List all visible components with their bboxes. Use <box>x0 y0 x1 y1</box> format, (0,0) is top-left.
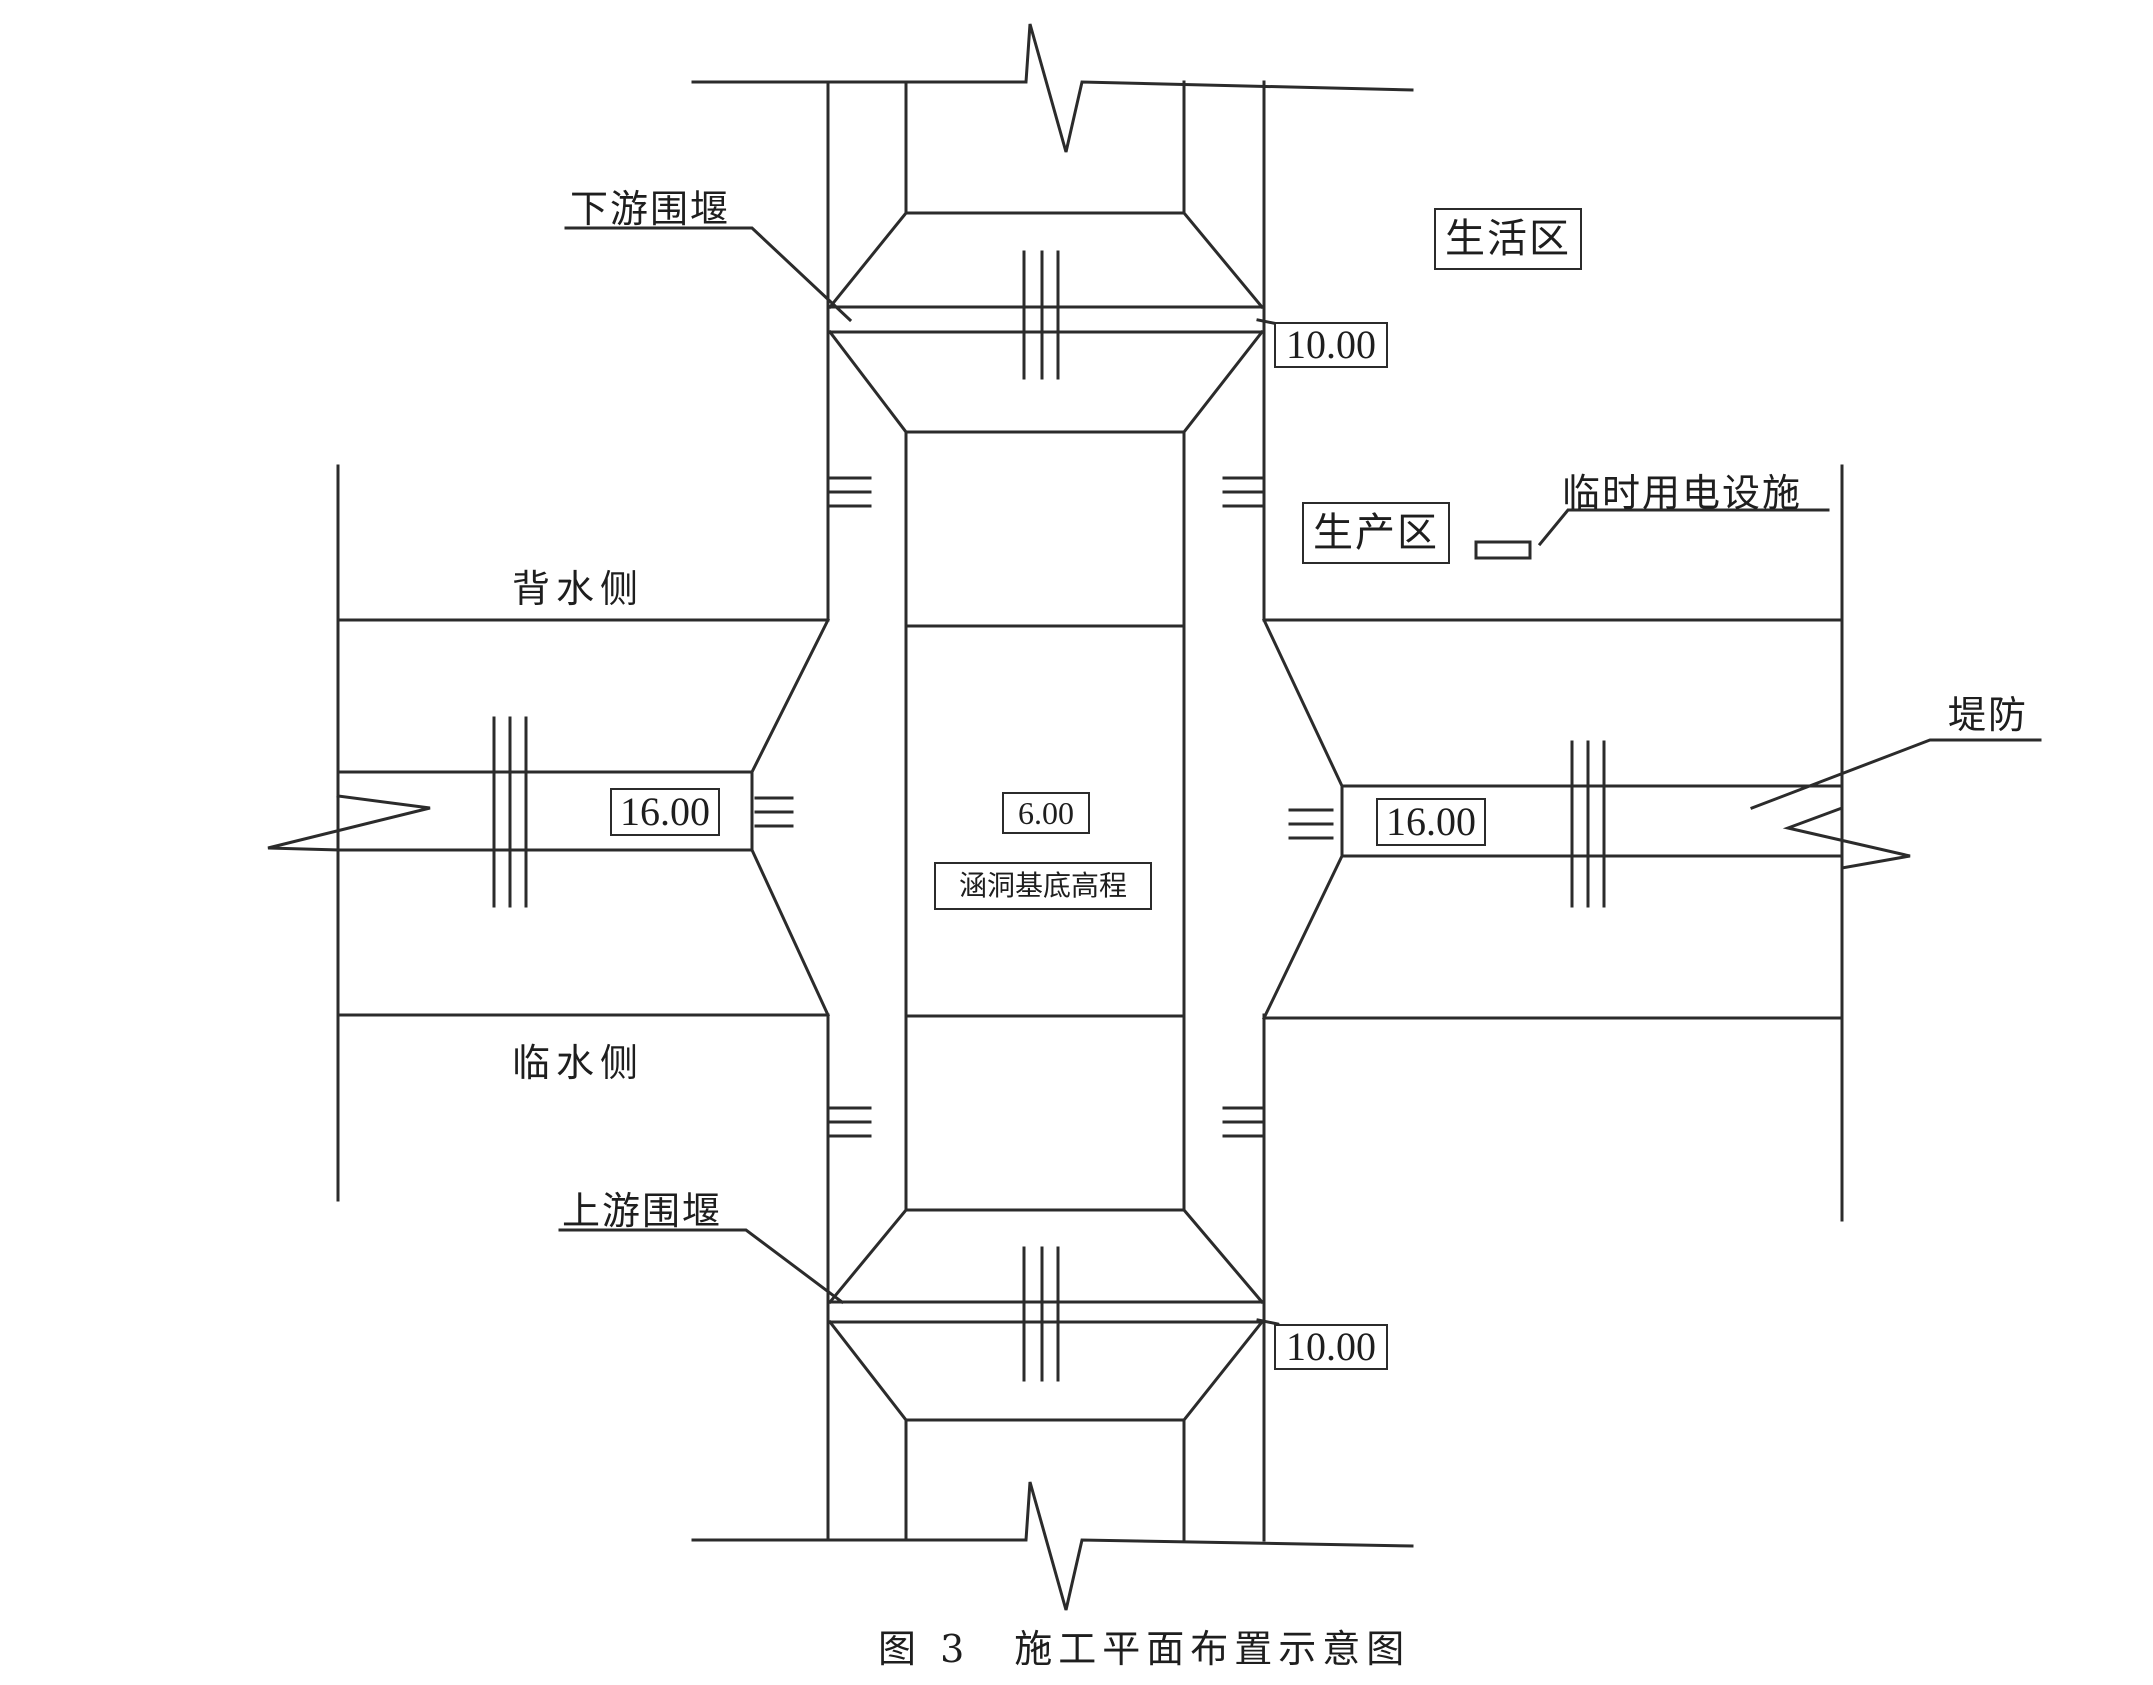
production-zone-label: 生产区 <box>1302 502 1450 564</box>
channel-outer-walls <box>826 80 1266 1542</box>
wall-tick-marks <box>828 476 1264 1138</box>
left-levee-elevation: 16.00 <box>610 788 720 836</box>
temp-power-marker <box>1474 540 1532 560</box>
right-levee-elevation: 16.00 <box>1376 798 1486 846</box>
landward-side-label: 背水侧 <box>512 567 645 611</box>
upstream-cofferdam-label: 上游围堰 <box>562 1189 723 1233</box>
figure-number: 图 3 <box>878 1627 971 1671</box>
bottom-break-line <box>691 1481 1414 1611</box>
living-zone-label: 生活区 <box>1434 208 1582 270</box>
waterward-side-label: 临水侧 <box>512 1041 645 1085</box>
top-break-line <box>691 23 1414 153</box>
downstream-cofferdam-shape <box>827 210 1265 435</box>
downstream-cofferdam-label: 下游围堰 <box>570 187 731 231</box>
right-levee <box>1261 464 1911 1222</box>
culvert-body <box>904 430 1186 1212</box>
temp-power-label: 临时用电设施 <box>1562 471 1803 515</box>
channel-inner-walls <box>904 80 1186 1542</box>
figure-caption: 图 3 施工平面布置示意图 <box>878 1618 1410 1673</box>
levee-label: 堤防 <box>1948 693 2029 737</box>
downstream-cofferdam-elevation: 10.00 <box>1274 322 1388 368</box>
figure-title: 施工平面布置示意图 <box>1014 1627 1411 1671</box>
culvert-base-elevation: 6.00 <box>1002 792 1090 834</box>
upstream-cofferdam-elevation: 10.00 <box>1274 1324 1388 1370</box>
left-levee <box>267 464 831 1202</box>
culvert-base-label: 涵洞基底高程 <box>934 862 1152 910</box>
upstream-cofferdam-shape <box>827 1207 1265 1423</box>
